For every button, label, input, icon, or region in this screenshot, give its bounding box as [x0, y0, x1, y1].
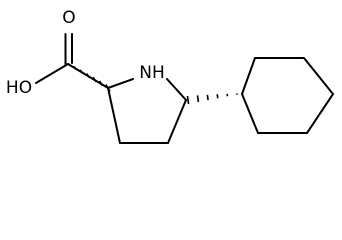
carboxyl-group: O HO: [6, 8, 109, 98]
carbonyl-oxygen-label: O: [62, 8, 75, 28]
ring-bond-c3-c2: [107, 87, 121, 144]
pyrrolidine-ring: NH: [107, 63, 187, 144]
carboxyl-oh-bond: [35, 63, 69, 84]
hydroxyl-label: HO: [6, 78, 32, 98]
ring-bond-c5-c4: [167, 99, 187, 144]
cyclohexane-ring: [240, 57, 335, 134]
hashed-wedge-cyclohexyl: [186, 93, 238, 105]
chemical-structure: O HO NH: [6, 8, 335, 144]
ring-bond-c2-n: [107, 78, 134, 89]
ring-bond-n-c5: [166, 78, 187, 101]
amine-label: NH: [139, 63, 165, 83]
